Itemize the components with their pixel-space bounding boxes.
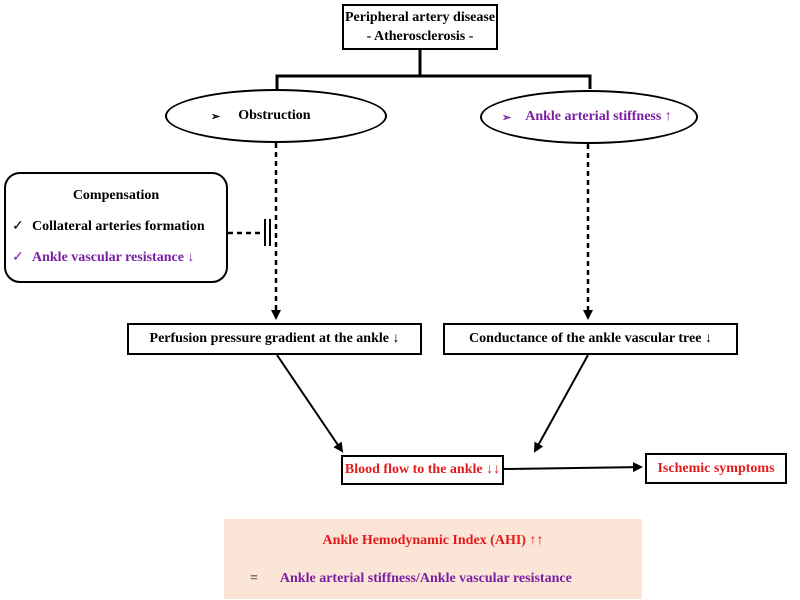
ahi-panel: Ankle Hemodynamic Index (AHI) ↑↑ = Ankle … <box>224 519 642 599</box>
obstruction-label: Obstruction <box>238 108 311 123</box>
arrow-bullet-icon: ➢ <box>502 111 512 124</box>
disease-title: Peripheral artery disease <box>344 10 496 25</box>
disease-title-box: Peripheral artery disease - Atherosclero… <box>342 4 498 50</box>
conductance-to-flow-arrow <box>534 354 589 453</box>
conductance-box: Conductance of the ankle vascular tree ↓ <box>443 323 738 355</box>
compensation-item-label: Collateral arteries formation <box>32 219 205 234</box>
flow-to-ischemic-arrow <box>503 462 643 473</box>
compensation-item: ✓ Collateral arteries formation <box>12 218 205 235</box>
blood-flow-box: Blood flow to the ankle ↓↓ <box>341 455 504 485</box>
ahi-title: Ankle Hemodynamic Index (AHI) ↑↑ <box>322 533 544 548</box>
compensation-title: Compensation <box>72 188 160 203</box>
ahi-formula: = Ankle arterial stiffness/Ankle vascular… <box>250 571 572 587</box>
check-icon: ✓ <box>12 250 24 265</box>
perfusion-to-flow-arrow <box>276 354 344 453</box>
compensation-item: ✓ Ankle vascular resistance ↓ <box>12 249 194 266</box>
check-icon: ✓ <box>12 219 24 234</box>
arrow-bullet-icon: ➢ <box>211 110 221 123</box>
branch-bracket <box>275 74 592 89</box>
equals-sign: = <box>250 571 258 586</box>
stiffness-ellipse: ➢ Ankle arterial stiffness ↑ <box>480 90 698 144</box>
stiffness-label: Ankle arterial stiffness ↑ <box>525 109 672 124</box>
compensation-box: Compensation ✓ Collateral arteries format… <box>4 172 228 283</box>
compensation-item-label: Ankle vascular resistance ↓ <box>32 250 195 265</box>
obstruction-ellipse: ➢ Obstruction <box>165 89 387 143</box>
disease-subtitle: - Atherosclerosis - <box>366 29 474 44</box>
ischemic-symptoms-box: Ischemic symptoms <box>645 453 787 484</box>
ahi-formula-text: Ankle arterial stiffness/Ankle vascular … <box>279 571 572 586</box>
perfusion-box: Perfusion pressure gradient at the ankle… <box>127 323 422 355</box>
